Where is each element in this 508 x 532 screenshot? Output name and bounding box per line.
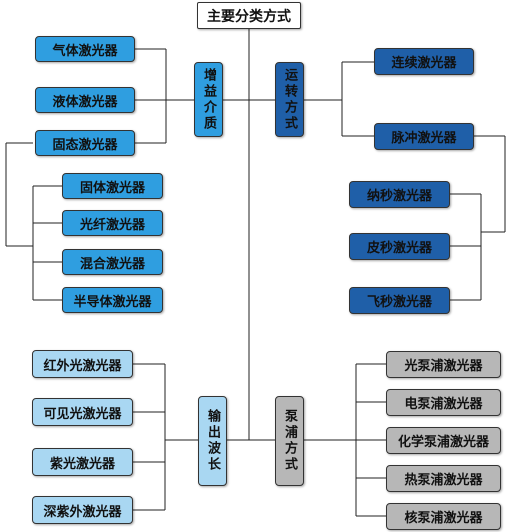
liquid-laser-node: 液体激光器 — [35, 87, 135, 113]
solid-laser-node: 固体激光器 — [62, 173, 163, 199]
pumping-method-node: 泵浦方式 — [275, 396, 304, 486]
picosecond-laser-node: 皮秒激光器 — [349, 233, 450, 260]
hybrid-laser-node: 混合激光器 — [62, 249, 163, 275]
electrical-pump-laser-node: 电泵浦激光器 — [386, 389, 501, 416]
semiconductor-laser-node: 半导体激光器 — [62, 287, 163, 313]
output-wavelength-node: 输出波长 — [198, 396, 227, 486]
fiber-laser-node: 光纤激光器 — [62, 210, 163, 236]
violet-laser-node: 紫光激光器 — [32, 448, 133, 476]
thermal-pump-laser-node: 热泵浦激光器 — [386, 465, 501, 492]
root-node: 主要分类方式 — [197, 2, 301, 29]
continuous-laser-node: 连续激光器 — [374, 48, 474, 75]
nanosecond-laser-node: 纳秒激光器 — [349, 181, 450, 208]
optical-pump-laser-node: 光泵浦激光器 — [386, 351, 501, 378]
pulsed-laser-node: 脉冲激光器 — [374, 123, 474, 150]
nuclear-pump-laser-node: 核泵浦激光器 — [386, 503, 501, 530]
femtosecond-laser-node: 飞秒激光器 — [349, 287, 450, 314]
solid-state-laser-node: 固态激光器 — [35, 130, 135, 156]
gas-laser-node: 气体激光器 — [35, 36, 135, 62]
gain-medium-node: 增益介质 — [194, 62, 223, 137]
operation-mode-node: 运转方式 — [275, 62, 304, 137]
infrared-laser-node: 红外光激光器 — [32, 350, 133, 378]
chemical-pump-laser-node: 化学泵浦激光器 — [386, 427, 501, 454]
visible-laser-node: 可见光激光器 — [32, 398, 133, 426]
deep-uv-laser-node: 深紫外激光器 — [32, 496, 133, 524]
